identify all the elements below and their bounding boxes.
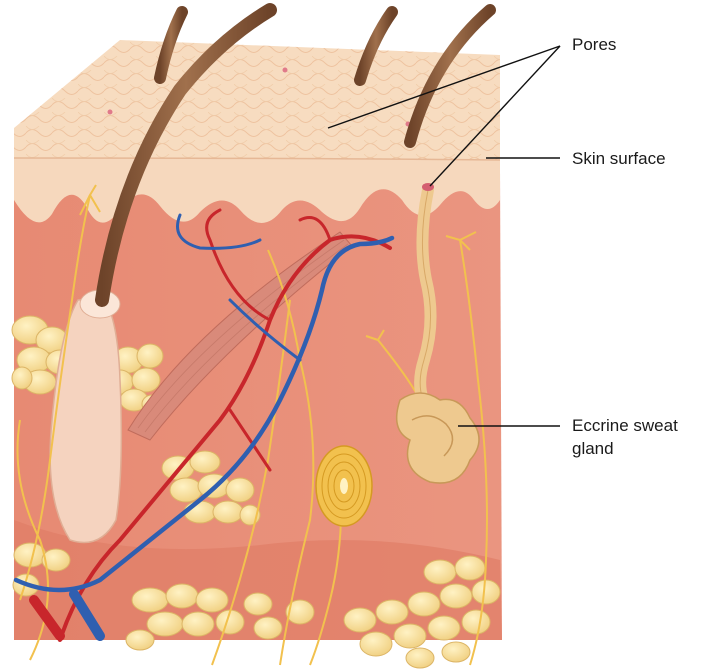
eccrine-label-line2: gland [572,437,678,460]
skin-surface-label: Skin surface [572,147,666,170]
lamellated-corpuscle [316,446,372,526]
pores-label: Pores [572,33,616,56]
eccrine-sweat-gland-label: Eccrine sweat gland [572,414,678,460]
eccrine-label-line1: Eccrine sweat [572,414,678,437]
